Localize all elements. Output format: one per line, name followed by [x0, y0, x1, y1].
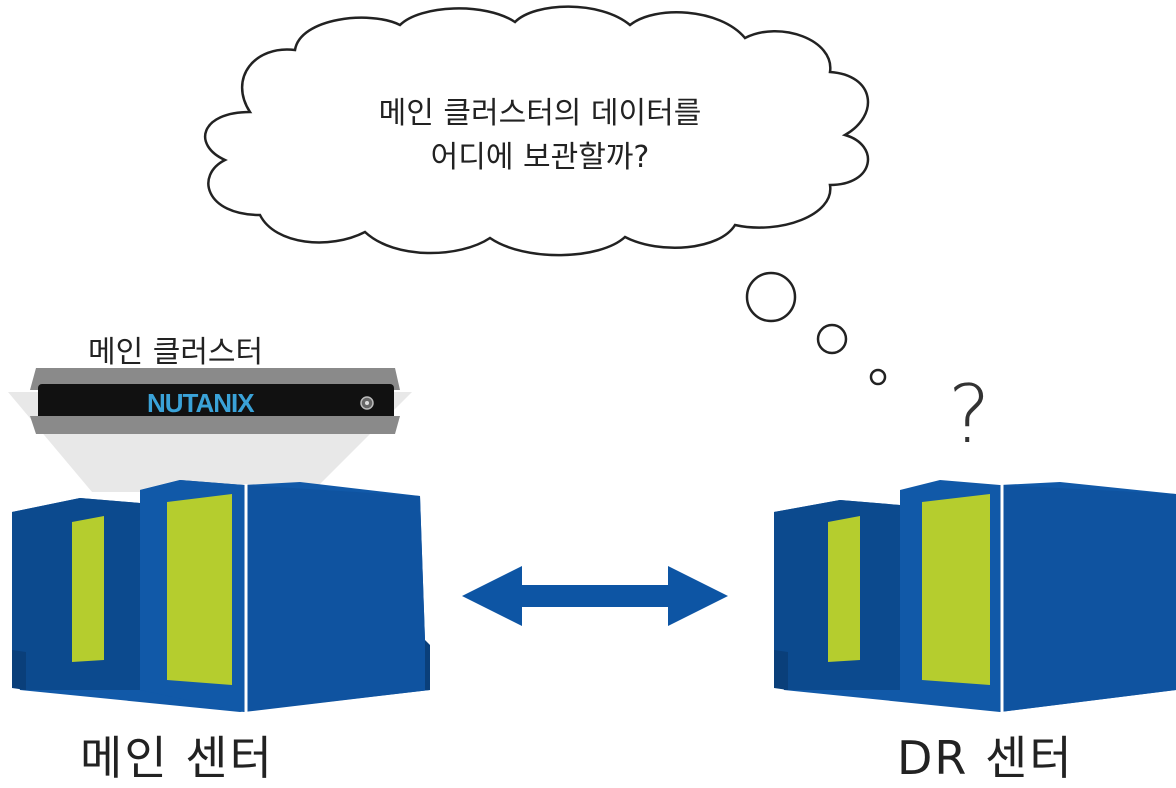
nutanix-server — [30, 368, 400, 434]
main-center-label: 메인 센터 — [80, 731, 274, 785]
thought-bubble-large — [745, 271, 797, 323]
dr-panel-left — [828, 516, 860, 662]
thought-cloud-text: 메인 클러스터의 데이터를 어디에 보관할까? — [330, 92, 750, 180]
dr-center-label: DR 센터 — [897, 731, 1074, 785]
question-mark-icon: ? — [948, 368, 991, 461]
replication-arrow-icon — [462, 566, 728, 626]
main-panel-left — [72, 516, 104, 662]
main-datacenter-building — [12, 480, 430, 712]
dr-datacenter-building — [774, 480, 1176, 712]
nutanix-logo: NUTANIX — [147, 388, 255, 418]
main-panel-right — [167, 494, 232, 685]
thought-bubble-small — [869, 368, 887, 386]
thought-bubble-medium — [816, 323, 848, 355]
thought-cloud-line-1: 메인 클러스터의 데이터를 — [378, 96, 702, 131]
dr-panel-right — [922, 494, 990, 685]
main-cluster-label: 메인 클러스터 — [88, 335, 264, 370]
thought-cloud-line-2: 어디에 보관할까? — [430, 140, 650, 175]
thought-cloud — [204, 5, 870, 257]
